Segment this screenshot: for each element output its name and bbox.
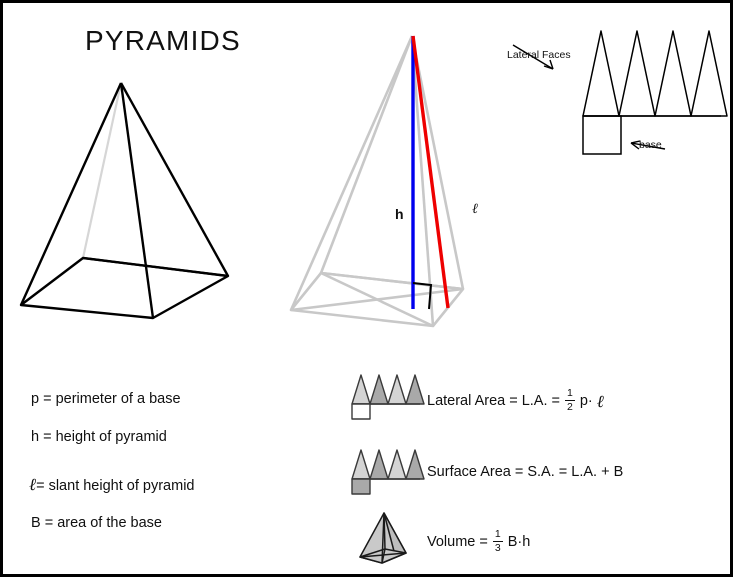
- icon-triangle: [351, 374, 371, 405]
- net-lateral-faces: [582, 30, 728, 117]
- lateral-faces-label: Lateral Faces: [507, 49, 571, 61]
- lateral-area-tail-symbol: ℓ: [596, 391, 604, 411]
- surface-area-lead: Surface Area = S.A. = L.A. + B: [427, 464, 624, 480]
- base-arrow-icon: [630, 142, 666, 150]
- icon-pyramid-base-diagonal-b: [381, 548, 386, 564]
- one-third-fraction: 1 3: [492, 528, 503, 554]
- icon-triangle: [387, 449, 407, 480]
- legend-slant-symbol: ℓ: [29, 475, 37, 494]
- volume-tail: B·h: [507, 534, 531, 550]
- net-triangle: [618, 30, 656, 117]
- volume-formula: Volume = 1 3 B·h: [427, 528, 531, 554]
- hidden-back-edge: [81, 82, 123, 259]
- surface-area-formula: Surface Area = S.A. = L.A. + B: [427, 464, 623, 480]
- page-title: PYRAMIDS: [85, 25, 241, 56]
- icon-triangle: [405, 449, 425, 480]
- lateral-edge-left: [19, 82, 123, 306]
- lateral-faces-arrowhead-icon: [543, 59, 554, 70]
- icon-triangle: [387, 374, 407, 405]
- icon-triangle: [351, 449, 371, 480]
- pyramid-net-figure: [503, 19, 728, 164]
- lateral-faces-arrow-icon: [512, 44, 554, 70]
- one-half-fraction: 1 2: [565, 387, 575, 413]
- height-label: h: [395, 206, 404, 222]
- legend-item-base-area: B = area of the base: [31, 515, 162, 531]
- lateral-area-lead: Lateral Area = L.A. =: [427, 393, 561, 409]
- volume-lead: Volume =: [427, 534, 488, 550]
- lateral-area-icon: [348, 371, 425, 421]
- volume-icon: [355, 509, 417, 567]
- icon-pyramid-hidden-edge: [383, 512, 386, 550]
- lateral-edge-front: [119, 82, 155, 319]
- icon-base-square: [351, 478, 371, 495]
- legend-slant-text: = slant height of pyramid: [36, 478, 195, 494]
- icon-base-square: [351, 403, 371, 420]
- right-angle-marker: [412, 282, 433, 310]
- net-triangle: [690, 30, 728, 117]
- slant-height-segment-line: [411, 35, 450, 309]
- net-triangle: [582, 30, 620, 117]
- icon-triangle: [405, 374, 425, 405]
- lateral-edge-right: [119, 82, 230, 277]
- legend-item-perimeter: p = perimeter of a base: [31, 391, 181, 407]
- base-diagonal-a: [82, 256, 229, 278]
- icon-triangle: [369, 449, 389, 480]
- slant-height-label: ℓ: [472, 202, 478, 217]
- icon-triangle: [369, 374, 389, 405]
- legend-item-slant-height: ℓ= slant height of pyramid: [29, 476, 194, 494]
- lateral-area-tail: p·: [579, 393, 593, 409]
- net-triangle: [654, 30, 692, 117]
- lateral-area-formula: Lateral Area = L.A. = 1 2 p·ℓ: [427, 387, 604, 413]
- net-base-square: [582, 115, 622, 155]
- surface-area-icon: [348, 446, 425, 496]
- ghost-pyramid-edges: [289, 35, 465, 328]
- legend-item-height: h = height of pyramid: [31, 429, 167, 445]
- base-quad: [19, 256, 230, 320]
- base-arrowhead-icon: [630, 140, 641, 150]
- wireframe-pyramid-figure: [13, 63, 263, 333]
- labeled-pyramid-figure: [273, 21, 538, 341]
- base-label: base: [639, 139, 662, 151]
